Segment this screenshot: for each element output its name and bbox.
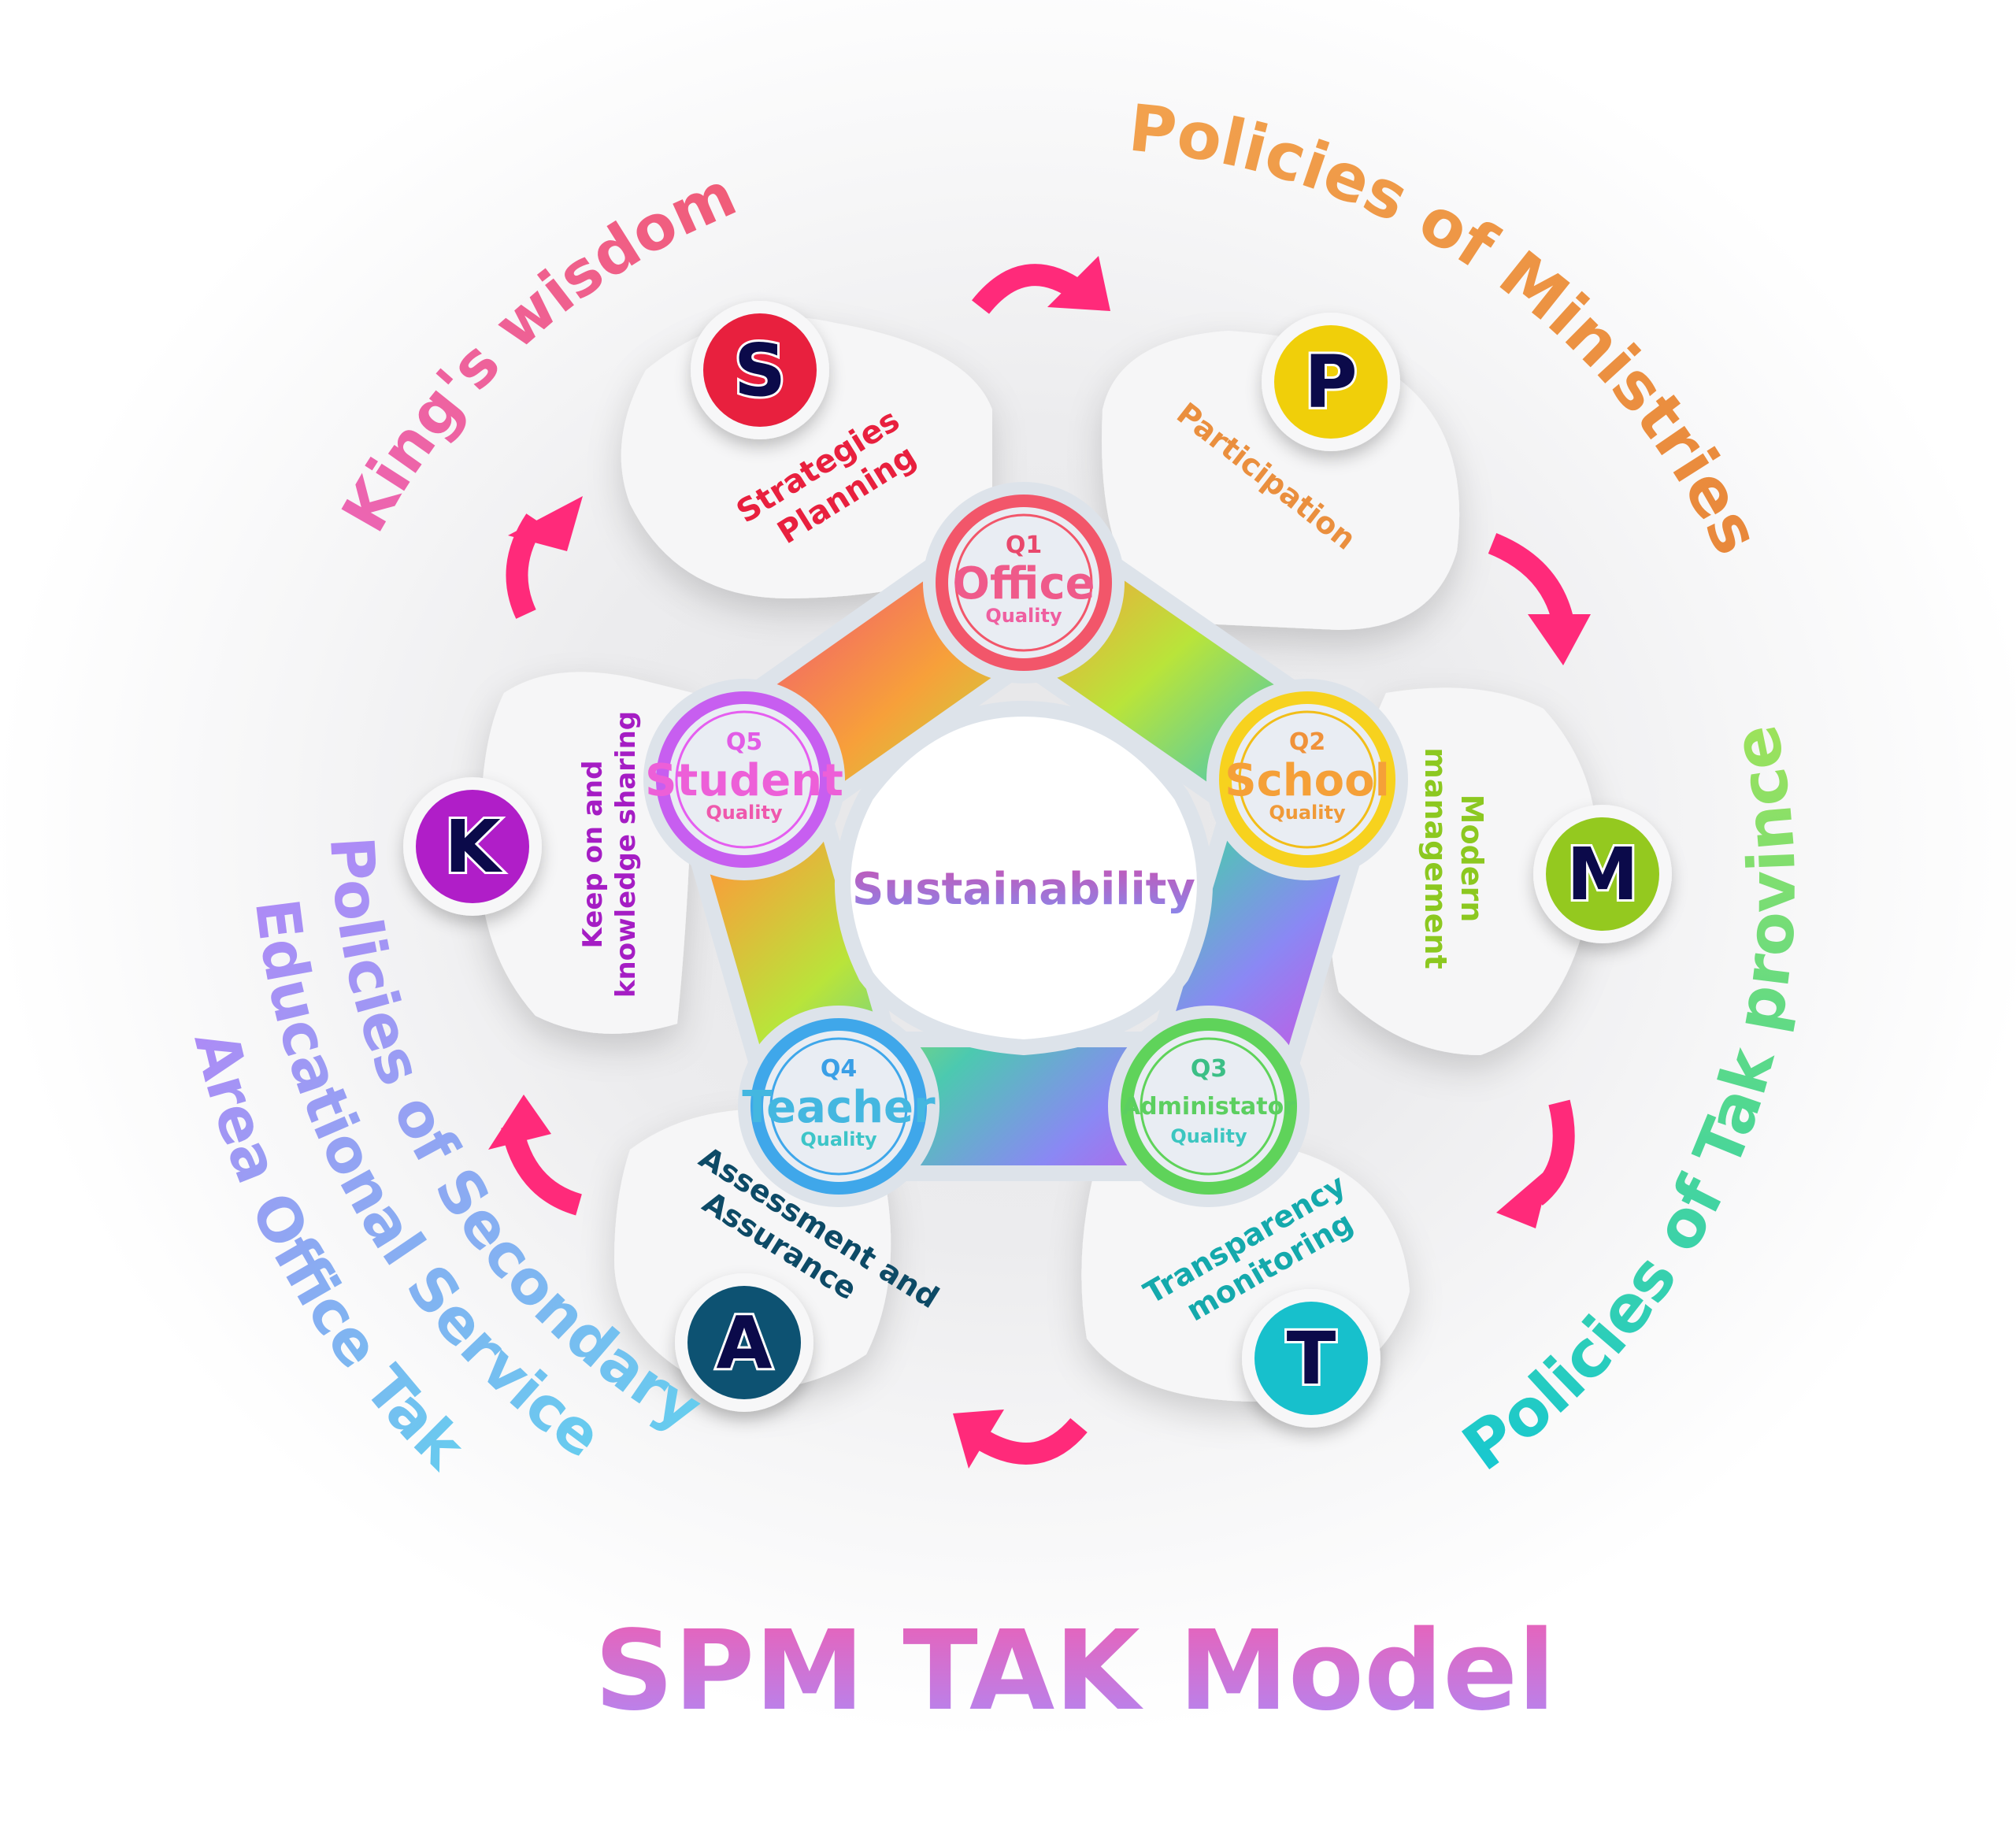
quality-node-q4: Q4 Teacher Quality [738, 1006, 939, 1207]
badge-a: A [675, 1273, 813, 1412]
arrow-icon-lower-left [488, 1095, 583, 1216]
q2-sub: Quality [1269, 802, 1346, 824]
q2-code: Q2 [1289, 728, 1325, 756]
badge-m: M [1533, 805, 1672, 943]
badge-t-letter: T [1287, 1317, 1336, 1401]
badge-t: T [1242, 1289, 1380, 1428]
badge-k-letter: K [444, 805, 503, 889]
quality-node-q1: Q1 Office Quality [923, 482, 1125, 683]
petal-label-k: Keep on and knowledge sharing [577, 711, 642, 998]
quality-node-q5: Q5 Student Quality [643, 679, 845, 880]
center-blob [835, 700, 1213, 1056]
petal-m-line1: Modern [1455, 795, 1489, 923]
petal-cards [479, 317, 1597, 1402]
q3-name: Administator [1122, 1093, 1295, 1121]
q4-code: Q4 [821, 1055, 857, 1083]
q4-sub: Quality [800, 1128, 877, 1150]
petal-k-line2: knowledge sharing [610, 711, 642, 998]
quality-node-q2: Q2 School Quality [1206, 679, 1408, 880]
badge-t-disc [1254, 1302, 1368, 1415]
petal-card-k [479, 672, 693, 1034]
badge-k: K [403, 777, 542, 916]
cycle-arrows [488, 256, 1591, 1469]
petal-m-line2: management [1418, 747, 1453, 969]
badge-s-disc [703, 313, 817, 427]
arrow-icon-bottom [953, 1410, 1088, 1469]
q3-inner-ring [1140, 1037, 1278, 1176]
badge-p-letter: P [1304, 340, 1357, 424]
q1-name: Office [952, 558, 1095, 609]
badge-m-letter: M [1566, 832, 1639, 917]
badge-k-disc [416, 790, 529, 903]
badge-a-letter: A [716, 1301, 772, 1385]
q5-inner-ring [675, 710, 813, 849]
quality-node-q3: Q3 Administator Quality [1108, 1006, 1310, 1207]
q3-code: Q3 [1191, 1055, 1227, 1083]
badge-m-disc [1546, 817, 1659, 931]
arrow-icon-upper-left [506, 496, 583, 619]
model-title: SPM TAK Model [595, 1607, 1555, 1736]
arrow-icon-top [971, 256, 1110, 314]
badge-p: P [1262, 313, 1400, 451]
q4-inner-ring [769, 1037, 908, 1176]
q1-code: Q1 [1006, 532, 1042, 559]
badge-s-letter: S [734, 328, 786, 413]
petal-k-line1: Keep on and [577, 761, 609, 949]
petal-label-m: Modern management [1418, 747, 1489, 969]
q2-name: School [1225, 755, 1390, 806]
arrow-icon-upper-right [1488, 533, 1591, 665]
q5-sub: Quality [706, 802, 783, 824]
q5-name: Student [645, 755, 843, 806]
badge-a-disc [687, 1286, 801, 1399]
q1-inner-ring [954, 513, 1093, 652]
q3-sub: Quality [1170, 1125, 1247, 1147]
q1-sub: Quality [985, 605, 1062, 627]
badge-p-disc [1274, 325, 1388, 439]
center-label: Sustainability [852, 864, 1195, 915]
arrow-icon-lower-right [1496, 1099, 1575, 1228]
badge-s: S [691, 301, 829, 439]
q5-code: Q5 [726, 728, 762, 756]
q2-inner-ring [1238, 710, 1377, 849]
q4-name: Teacher [742, 1082, 936, 1133]
